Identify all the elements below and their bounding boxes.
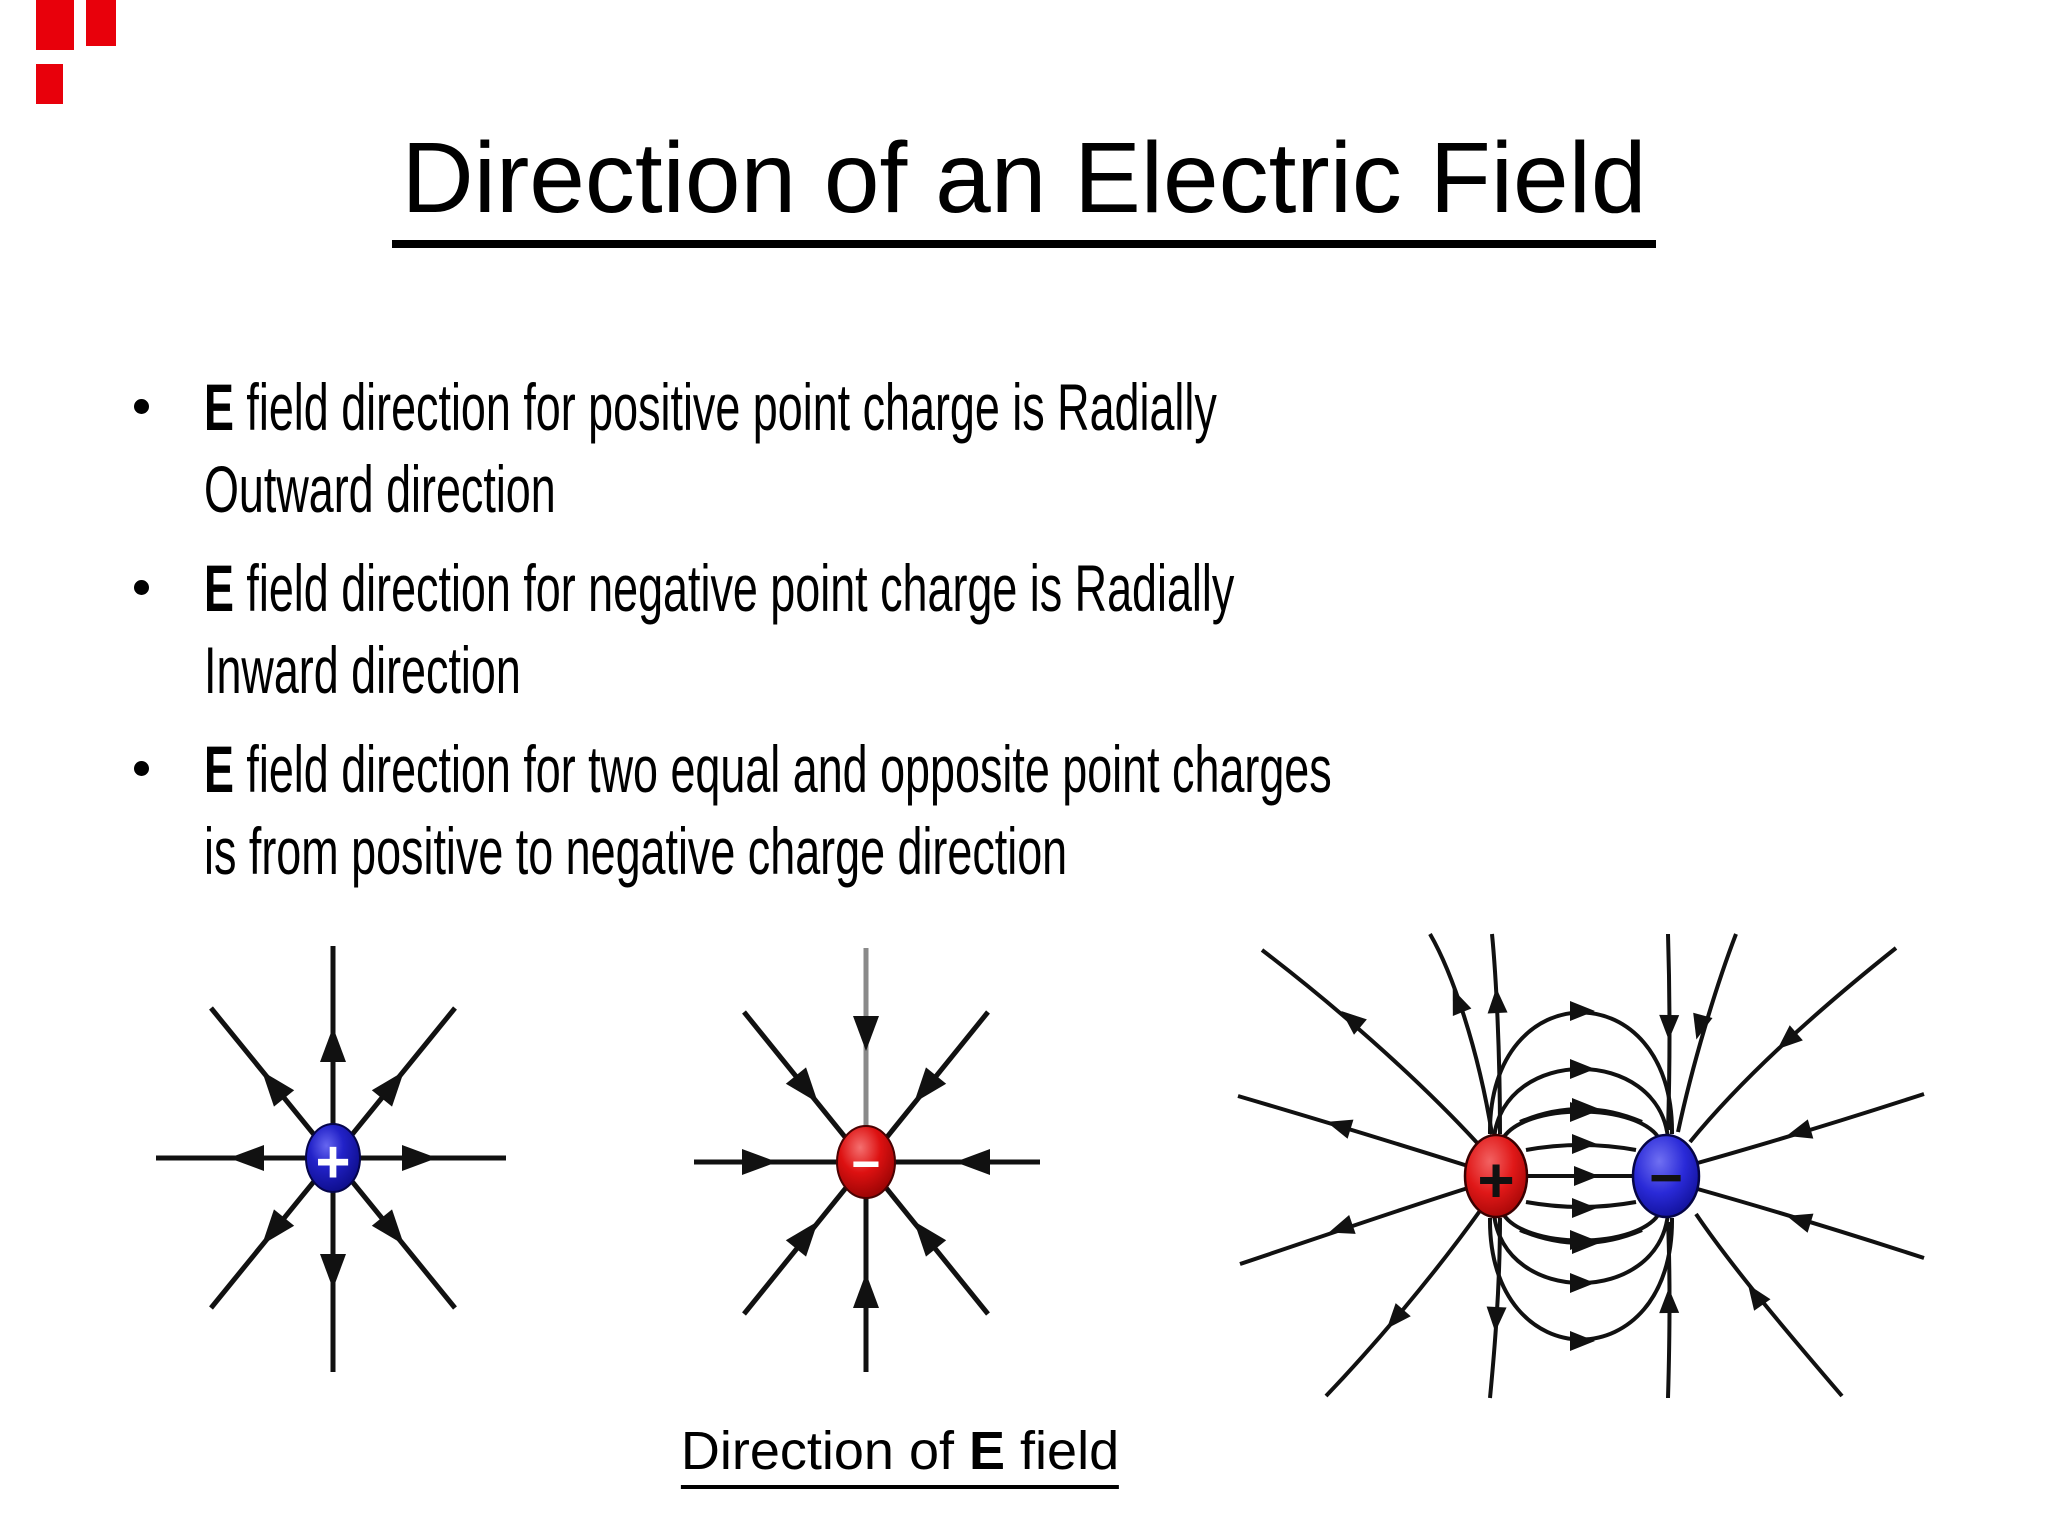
bullet-list: E field direction for positive point cha… (134, 366, 1862, 909)
bullet-line: E field direction for negative point cha… (204, 547, 1332, 629)
dipole-arrowheads (1323, 985, 1814, 1351)
bullet-line-text: field direction for two equal and opposi… (233, 732, 1332, 806)
red-mark (86, 0, 116, 46)
dipole-negative-ball (1631, 1133, 1701, 1219)
bullet-text: E field direction for negative point cha… (204, 547, 1332, 711)
page-title: Direction of an Electric Field (391, 122, 1657, 248)
figure-caption-text: Direction of E field (680, 1421, 1120, 1489)
bullet-item: E field direction for two equal and oppo… (134, 728, 1862, 892)
bullet-dot (134, 399, 149, 414)
bullet-text: E field direction for two equal and oppo… (204, 728, 1332, 892)
negative-charge-diagram: − (694, 948, 1040, 1372)
bullet-line-text: field direction for negative point charg… (233, 551, 1235, 625)
plus-sign-label: + (315, 1129, 350, 1196)
caption-prefix: Direction of (680, 1421, 970, 1481)
bullet-text: E field direction for positive point cha… (204, 366, 1332, 530)
minus-sign-label: − (851, 1136, 880, 1192)
negative-charge-ball (836, 1125, 896, 1199)
dipole-diagram: + − (1237, 932, 1925, 1399)
dipole-positive-ball (1463, 1133, 1529, 1219)
bullet-item: E field direction for negative point cha… (134, 547, 1862, 711)
bold-e: E (204, 732, 234, 806)
dipole-plus-sign-label: + (1477, 1144, 1514, 1216)
bullet-line-text: field direction for positive point charg… (233, 370, 1217, 444)
bullet-line: Inward direction (204, 633, 521, 707)
bullet-line: is from positive to negative charge dire… (204, 814, 1068, 888)
positive-charge-diagram: + (156, 946, 506, 1372)
title-row: Direction of an Electric Field (0, 122, 2048, 248)
bullet-dot (134, 580, 149, 595)
bullet-item: E field direction for positive point cha… (134, 366, 1862, 530)
dipole-minus-sign-label: − (1649, 1146, 1683, 1211)
bullet-line: Outward direction (204, 452, 556, 526)
red-mark (36, 64, 63, 104)
figure-caption: Direction of E field (680, 1420, 1120, 1489)
bullet-dot (134, 761, 149, 776)
bold-e: E (204, 370, 234, 444)
bold-e: E (204, 551, 234, 625)
caption-suffix: field (1005, 1421, 1120, 1481)
bullet-line: E field direction for two equal and oppo… (204, 728, 1332, 810)
red-mark (36, 0, 74, 50)
bullet-line: E field direction for positive point cha… (204, 366, 1332, 448)
caption-bold-e: E (969, 1421, 1006, 1481)
positive-charge-ball (305, 1123, 361, 1193)
